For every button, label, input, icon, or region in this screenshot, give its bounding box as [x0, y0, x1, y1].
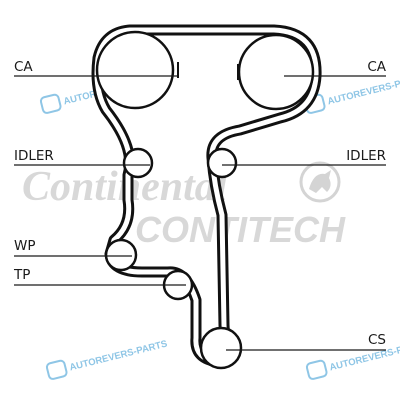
labels: CA CA IDLER IDLER WP TP CS: [13, 59, 387, 348]
site-logo-icon: [305, 359, 328, 380]
site-logo-icon: [45, 359, 68, 380]
site-watermark-3: AUTOREVERS-PARTS: [45, 338, 169, 380]
horse-seal-icon: [299, 161, 341, 203]
label-idler-right: IDLER: [346, 148, 386, 164]
site-watermark-text: AUTOREVERS-PARTS: [326, 72, 400, 107]
label-ca-right: CA: [367, 59, 386, 75]
camshaft-pulley-left: [95, 30, 175, 110]
pulleys: [95, 30, 315, 370]
leader-lines: [14, 75, 386, 351]
water-pump-pulley: [104, 238, 138, 272]
label-wp: WP: [14, 238, 36, 254]
site-logo-icon: [39, 93, 62, 114]
watermark-sub: CONTITECH: [135, 209, 346, 250]
site-watermark-text: AUTOREVERS-PARTS: [328, 338, 400, 373]
label-ca-left: CA: [14, 59, 33, 75]
idler-pulley-right: [206, 147, 238, 179]
idler-pulley-left: [122, 147, 154, 179]
center-marks: [177, 62, 239, 80]
camshaft-pulley-right: [237, 33, 315, 111]
crankshaft-pulley: [199, 326, 243, 370]
label-idler-left: IDLER: [14, 148, 54, 164]
site-watermark-text: AUTOREVERS-PARTS: [68, 338, 168, 373]
label-tp: TP: [13, 267, 30, 283]
label-cs: CS: [368, 332, 386, 348]
